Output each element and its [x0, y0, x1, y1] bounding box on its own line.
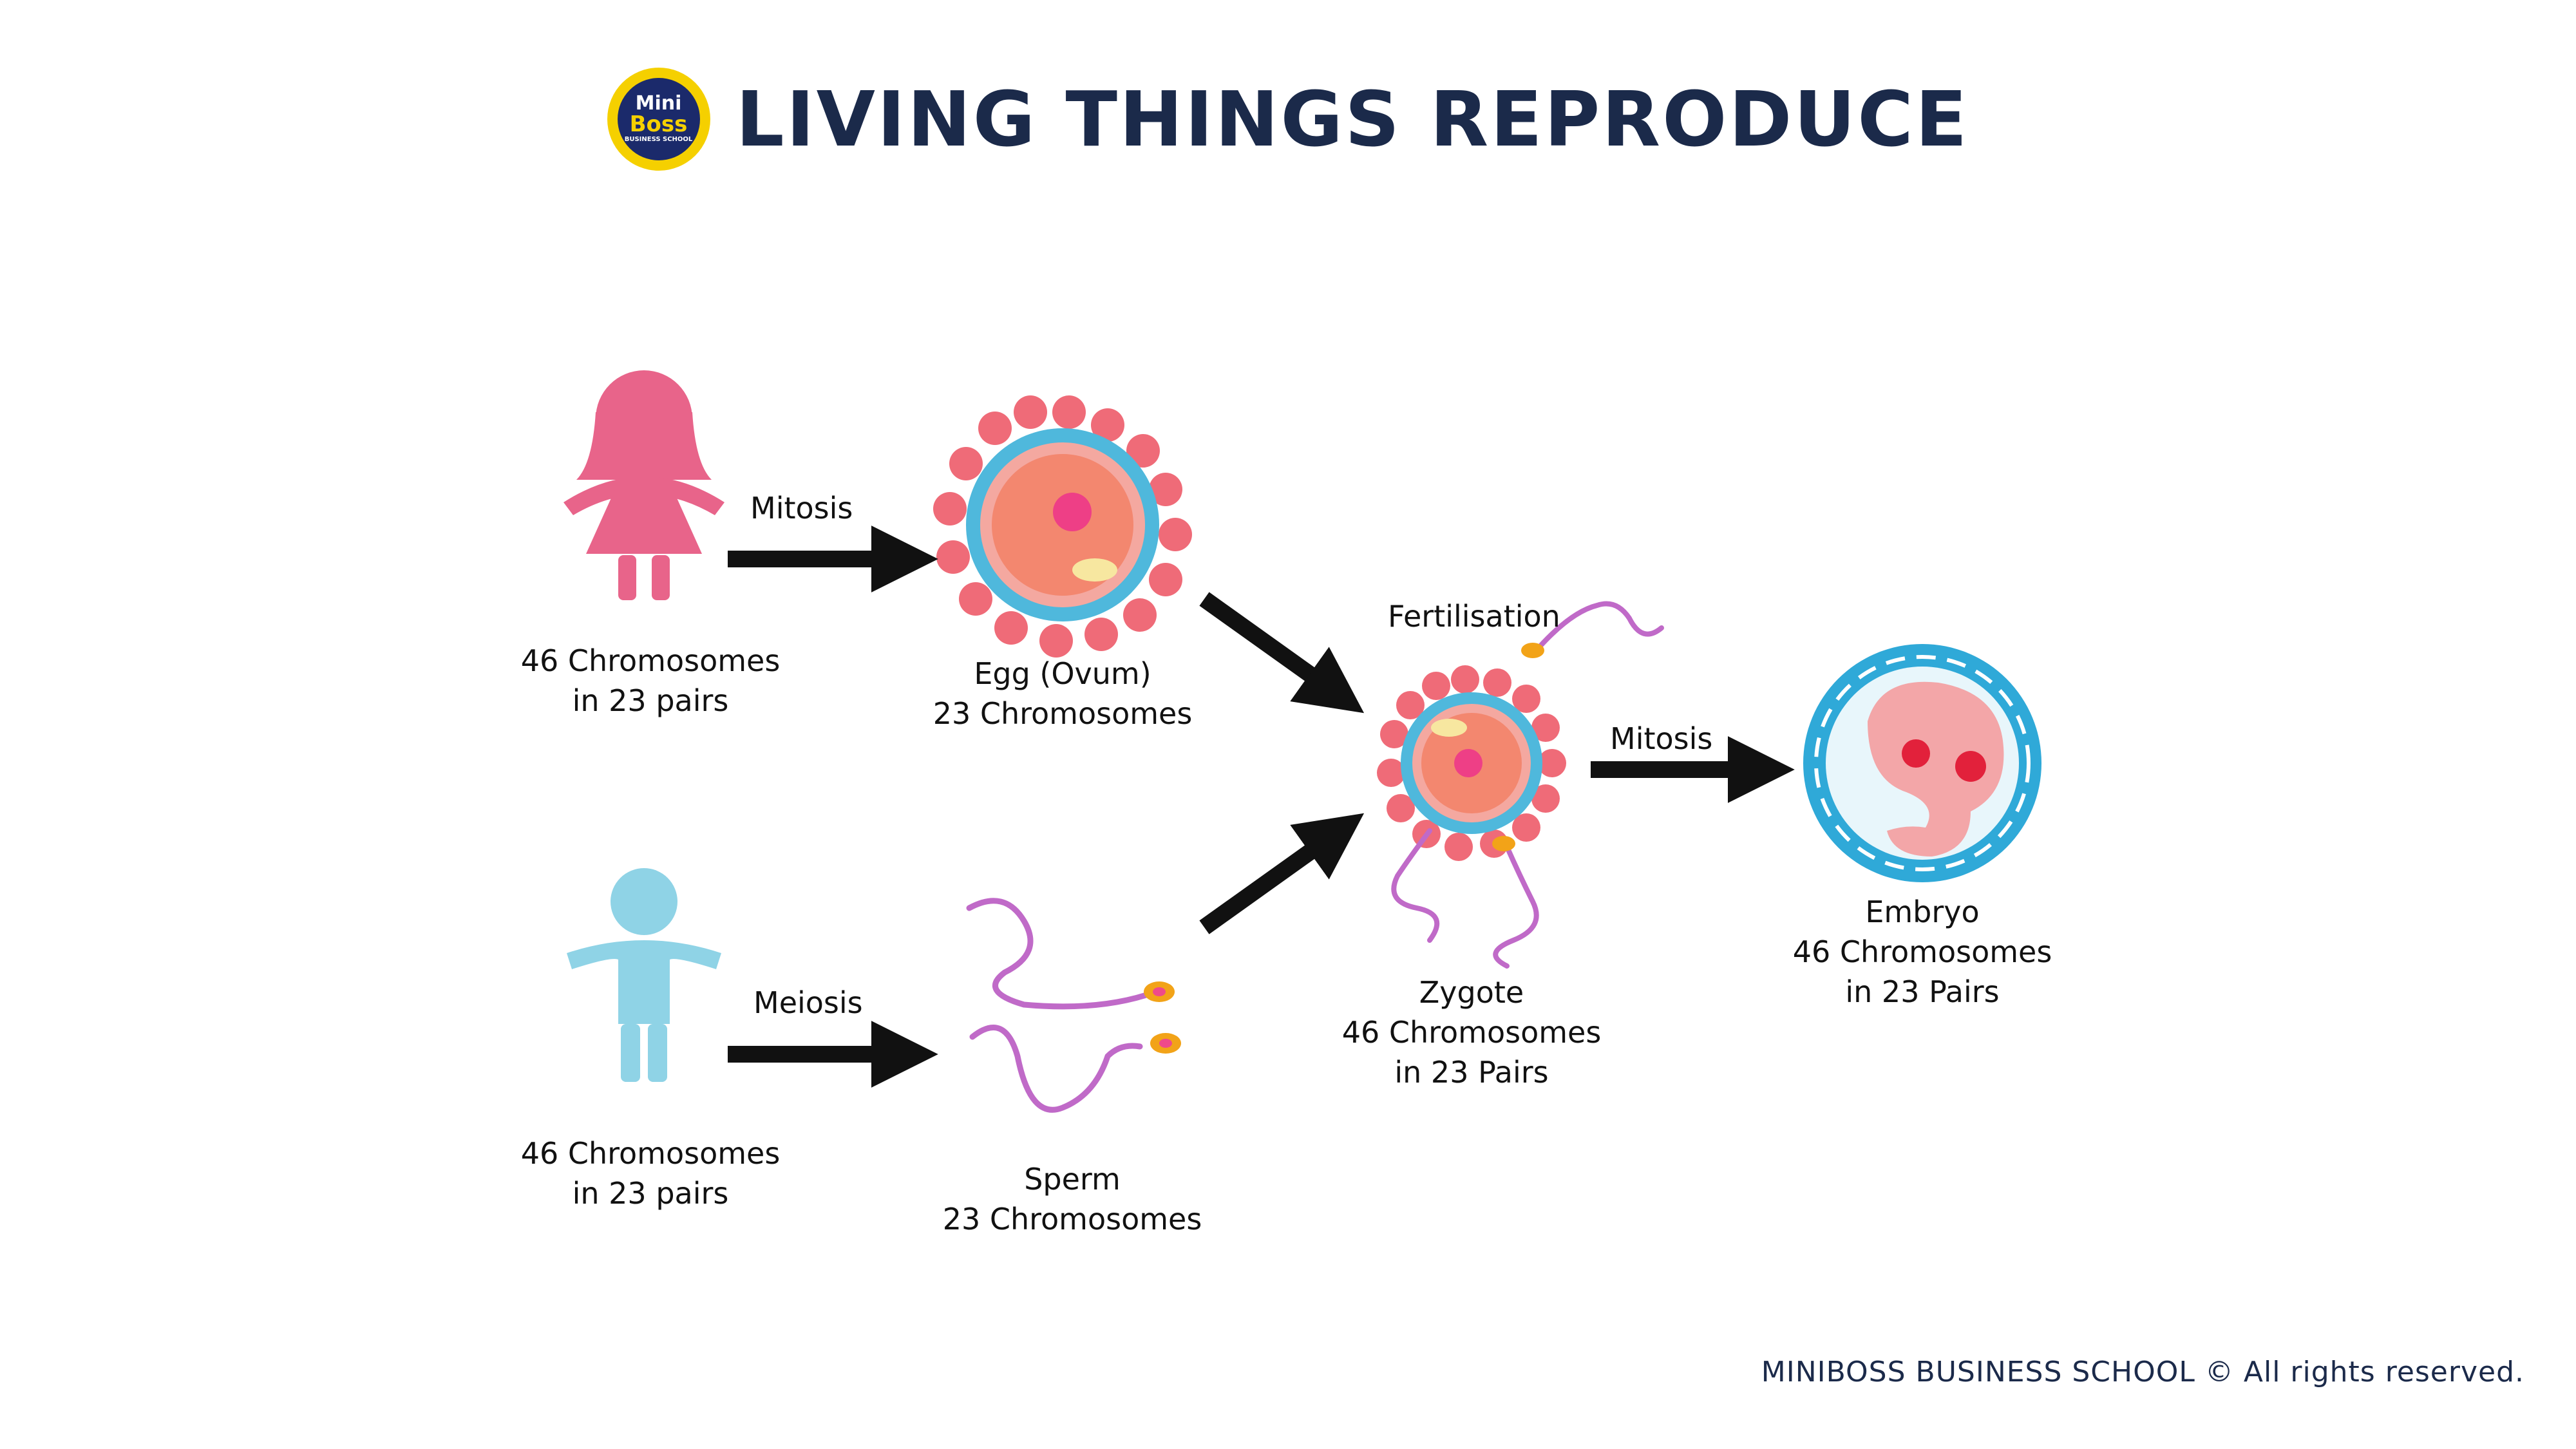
egg-label-line1: Egg (Ovum) [974, 656, 1151, 691]
male-label-line1: 46 Chromosomes [520, 1136, 781, 1171]
logo-badge: Mini Boss BUSINESS SCHOOL [617, 78, 700, 160]
female-label-line1: 46 Chromosomes [520, 643, 781, 678]
embryo-label-line3: in 23 Pairs [1845, 974, 2000, 1009]
page-header: Mini Boss BUSINESS SCHOOL LIVING THINGS … [0, 61, 2576, 177]
egg-label: Egg (Ovum) 23 Chromosomes [927, 654, 1198, 734]
sperm-icon [966, 898, 1150, 1113]
logo-text-mini: Mini [635, 92, 682, 115]
miniboss-logo: Mini Boss BUSINESS SCHOOL [607, 68, 710, 171]
zygote-label-line1: Zygote [1419, 975, 1524, 1010]
zygote-label-line2: 46 Chromosomes [1341, 1015, 1602, 1050]
male-label-line2: in 23 pairs [572, 1176, 729, 1211]
arrow-egg-to-zygote [1199, 592, 1365, 714]
zygote-label: Zygote 46 Chromosomes in 23 Pairs [1336, 972, 1607, 1092]
fertilisation-label: Fertilisation [1388, 599, 1560, 634]
mitosis-label-zygote: Mitosis [1610, 721, 1713, 756]
arrow-sperm-to-zygote [1199, 813, 1365, 934]
logo-text-boss: Boss [629, 111, 688, 137]
sperm-label: Sperm 23 Chromosomes [937, 1159, 1208, 1239]
page-title: LIVING THINGS REPRODUCE [735, 75, 1969, 164]
embryo-label-line2: 46 Chromosomes [1792, 934, 2052, 969]
mitosis-label-female: Mitosis [750, 491, 853, 526]
sperm-head-core [1153, 987, 1166, 996]
embryo-icon [1803, 644, 2041, 882]
sperm-head-core [1159, 1039, 1172, 1048]
boy-icon [567, 868, 721, 1082]
embryo-label-line1: Embryo [1865, 895, 1980, 929]
female-label-line2: in 23 pairs [572, 683, 729, 718]
girl-icon [564, 370, 724, 600]
egg-label-line2: 23 Chromosomes [933, 696, 1193, 731]
zygote-label-line3: in 23 Pairs [1394, 1055, 1549, 1090]
zygote-icon [1377, 601, 1664, 969]
embryo-label: Embryo 46 Chromosomes in 23 Pairs [1787, 892, 2058, 1012]
copyright-footer: MINIBOSS BUSINESS SCHOOL © All rights re… [1761, 1356, 2524, 1388]
sperm-label-line2: 23 Chromosomes [942, 1202, 1202, 1236]
meiosis-label: Meiosis [753, 985, 863, 1020]
male-label: 46 Chromosomes in 23 pairs [515, 1133, 786, 1213]
female-label: 46 Chromosomes in 23 pairs [515, 641, 786, 721]
arrows [728, 526, 1795, 1088]
sperm-label-line1: Sperm [1024, 1162, 1121, 1197]
logo-text-school: BUSINESS SCHOOL [624, 136, 693, 143]
egg-cell-icon [933, 395, 1192, 658]
